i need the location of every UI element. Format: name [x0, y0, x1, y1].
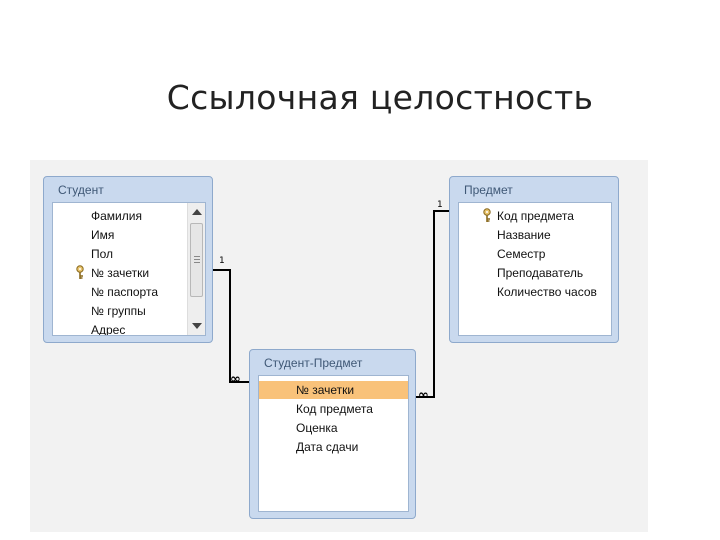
relationship-line-student[interactable]	[213, 269, 256, 383]
scroll-thumb[interactable]	[190, 223, 203, 297]
field-student-firstname[interactable]: Имя	[91, 228, 115, 242]
key-icon	[74, 265, 86, 281]
table-subject-title: Предмет	[464, 183, 513, 197]
field-student-passport[interactable]: № паспорта	[91, 285, 158, 299]
relationship-one-label-student: 1	[219, 256, 225, 266]
field-subject-hours[interactable]: Количество часов	[497, 285, 597, 299]
relationship-lines	[213, 210, 449, 398]
table-student[interactable]: Студент Фамилия Имя Пол № зачетки № пасп…	[43, 176, 213, 343]
field-student-gender[interactable]: Пол	[91, 247, 114, 261]
field-subject-semester[interactable]: Семестр	[497, 247, 546, 261]
field-link-record-number[interactable]: № зачетки	[259, 381, 408, 399]
scroll-down-icon[interactable]	[192, 323, 202, 329]
table-student-title: Студент	[58, 183, 104, 197]
relationship-one-label-subject: 1	[437, 200, 443, 210]
table-subject-fields: Код предмета Название Семестр Преподават…	[458, 202, 612, 336]
table-student-scrollbar[interactable]	[187, 203, 205, 335]
scroll-up-icon[interactable]	[192, 209, 202, 215]
field-student-record-number[interactable]: № зачетки	[91, 266, 150, 280]
field-subject-teacher[interactable]: Преподаватель	[497, 266, 584, 280]
field-link-subject-code[interactable]: Код предмета	[296, 402, 373, 416]
field-link-grade[interactable]: Оценка	[296, 421, 338, 435]
slide-title: Ссылочная целостность	[166, 78, 594, 117]
field-student-group[interactable]: № группы	[91, 304, 146, 318]
field-subject-code[interactable]: Код предмета	[497, 209, 574, 223]
field-student-address[interactable]: Адрес	[91, 323, 126, 336]
table-student-subject-title: Студент-Предмет	[264, 356, 363, 370]
relationship-many-label-student: ∞	[230, 372, 241, 387]
field-link-date[interactable]: Дата сдачи	[296, 440, 359, 454]
table-student-subject[interactable]: Студент-Предмет № зачетки Код предмета О…	[249, 349, 416, 519]
key-icon	[481, 208, 493, 224]
field-subject-name[interactable]: Название	[497, 228, 551, 242]
relationships-canvas: 1 ∞ 1 ∞ Студент Фамилия Имя Пол № зачетк…	[30, 160, 648, 532]
relationship-many-label-subject: ∞	[418, 388, 429, 403]
field-student-lastname[interactable]: Фамилия	[91, 209, 142, 223]
table-subject[interactable]: Предмет Код предмета Название Семестр Пр…	[449, 176, 619, 343]
relationship-line-subject[interactable]	[408, 210, 449, 398]
table-student-subject-fields: № зачетки Код предмета Оценка Дата сдачи	[258, 375, 409, 512]
table-student-fields: Фамилия Имя Пол № зачетки № паспорта № г…	[52, 202, 206, 336]
